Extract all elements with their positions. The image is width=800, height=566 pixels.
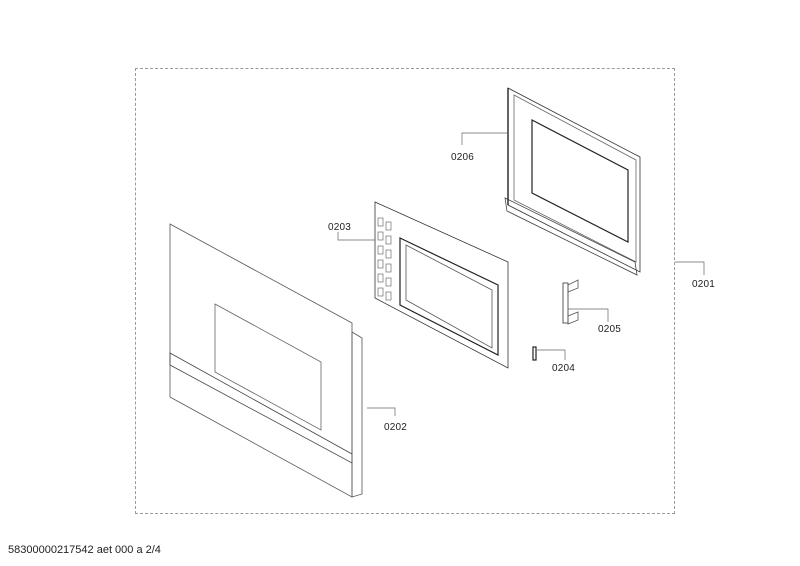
part-0203-inner-frame — [374, 201, 509, 369]
leader-0203 — [337, 232, 375, 241]
leader-0206 — [461, 132, 508, 145]
part-label-0205[interactable]: 0205 — [598, 324, 622, 335]
leader-0205 — [568, 308, 609, 322]
part-0202-outer-glass — [169, 223, 363, 498]
assembly-boundary-0201 — [135, 68, 675, 514]
part-label-0206[interactable]: 0206 — [451, 152, 475, 163]
leader-0201 — [675, 261, 705, 275]
part-label-0202[interactable]: 0202 — [384, 422, 408, 433]
part-label-0203[interactable]: 0203 — [328, 222, 352, 233]
part-0204-spring — [532, 346, 537, 361]
leader-0202 — [367, 407, 396, 416]
leader-0204 — [537, 349, 566, 360]
part-0206-rear-frame — [504, 87, 641, 276]
part-label-0201[interactable]: 0201 — [692, 279, 716, 290]
part-label-0204[interactable]: 0204 — [552, 363, 576, 374]
document-reference: 58300000217542 aet 000 a 2/4 — [8, 544, 161, 556]
part-0205-bracket — [562, 279, 579, 325]
